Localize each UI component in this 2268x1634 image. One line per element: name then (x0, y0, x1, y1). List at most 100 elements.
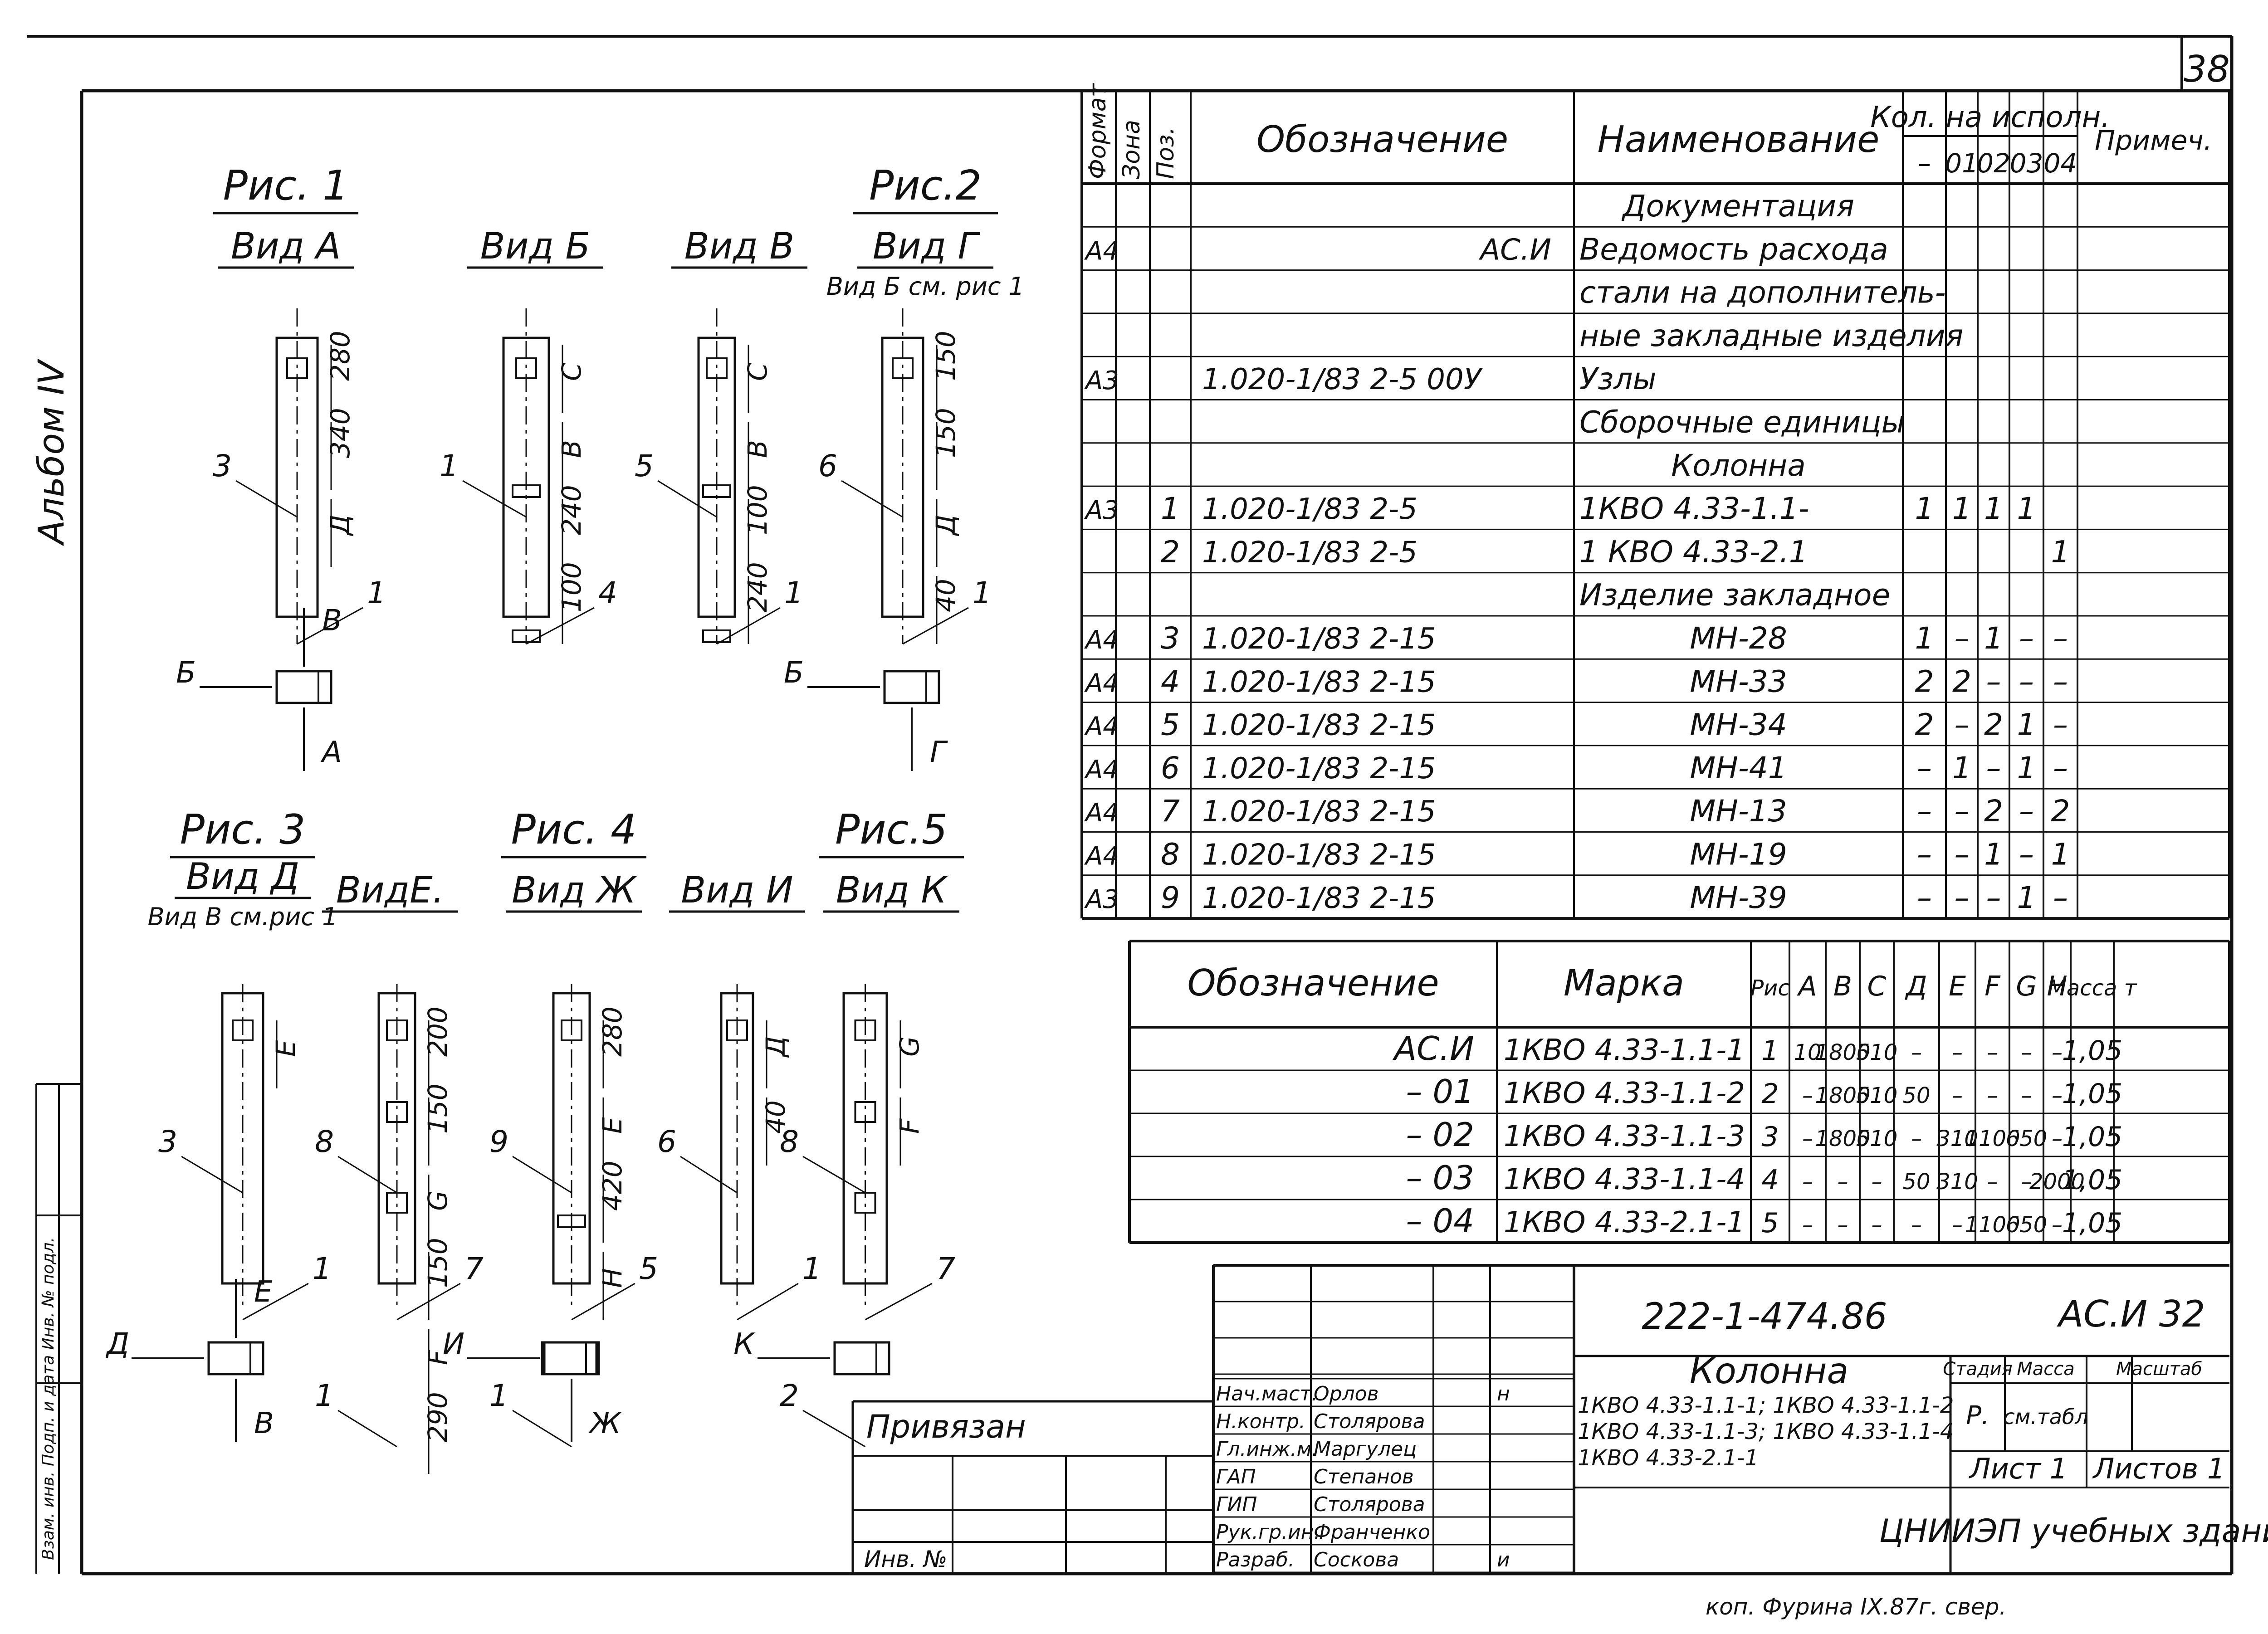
sheets-label: Листов 1 (2092, 1452, 2225, 1485)
spec-cell-pos: 4 (1161, 664, 1180, 699)
spec-cell-name: МН-34 (1690, 707, 1787, 742)
marks-cell-value: – (1987, 1040, 1998, 1065)
figure-caption: Рис. 3 (180, 806, 306, 854)
spec-cell-format: А3 (1084, 366, 1119, 395)
spec-cell-format: А3 (1084, 885, 1119, 914)
dimension-label: 150 (422, 1238, 453, 1288)
signer-name: Столярова (1314, 1410, 1425, 1433)
spec-cell-qty: – (2053, 621, 2068, 656)
marks-cell-value: 650 (2006, 1126, 2048, 1151)
dimension-label: 150 (422, 1083, 453, 1134)
marks-cell-value: – (2021, 1083, 2032, 1108)
spec-cell-qty: – (1917, 837, 1932, 872)
dimension-label: 100 (556, 562, 587, 612)
signer-name: Франченко (1314, 1521, 1430, 1544)
spec-cell-pos: 3 (1161, 621, 1180, 656)
spec-cell-name: МН-39 (1690, 880, 1787, 915)
privyazan-label: Привязан (866, 1408, 1026, 1445)
marks-header-cell: H (2047, 971, 2067, 1002)
spec-cell-designation: 1.020-1/83 2-15 (1202, 709, 1436, 742)
spec-cell-format: А3 (1084, 496, 1119, 525)
leader-line (462, 480, 527, 518)
embedded-plate (706, 357, 728, 379)
dimension-label: G (894, 1036, 925, 1057)
marks-cell-value: – (1952, 1212, 1963, 1238)
dimension-label: H (597, 1268, 628, 1288)
spec-header-qty-col: 02 (1977, 148, 2010, 179)
leader-line (680, 1156, 738, 1194)
position-callout: 1 (489, 1378, 508, 1413)
marks-cell-designation: – 04 (1406, 1202, 1474, 1240)
mass-value: см.табл (2003, 1405, 2088, 1429)
spec-cell-qty: 1 (2051, 837, 2070, 872)
arrow-label-bottom: В (254, 1407, 274, 1440)
spec-cell-name: МН-41 (1690, 751, 1787, 785)
section-marker-box (833, 1341, 890, 1375)
marks-cell-mark: 1КВО 4.33-1.1-4 (1504, 1163, 1745, 1196)
dimension-label: 200 (422, 1006, 453, 1057)
leader-line (242, 1283, 309, 1321)
signer-name: Степанов (1314, 1465, 1414, 1488)
sheet-frame (27, 35, 2234, 1575)
dimension-label: G (422, 1190, 453, 1211)
scale-label: Масштаб (2116, 1359, 2202, 1380)
leader-line (716, 607, 781, 645)
dimension-label: 150 (930, 331, 961, 381)
signer-role: ГИП (1216, 1493, 1257, 1516)
leader-line (737, 1283, 799, 1321)
spec-cell-name: МН-13 (1690, 794, 1787, 829)
signer-role: Н.контр. (1216, 1410, 1305, 1433)
dimension-label: 280 (325, 331, 356, 381)
spec-cell-name: МН-33 (1690, 664, 1787, 699)
marks-header-cell: Масса т (2048, 976, 2137, 1001)
spec-cell-qty: 1 (2017, 880, 2036, 915)
spec-cell-pos: 1 (1161, 491, 1180, 526)
dimension-label: С (556, 362, 587, 381)
spec-header-note: Примеч. (2095, 125, 2212, 156)
spec-header-format: Формат (1084, 83, 1111, 179)
marks-cell-value: – (1952, 1083, 1963, 1108)
spec-header-qty-col: 04 (2044, 148, 2077, 179)
embedded-plate (232, 1019, 254, 1041)
album-label: Альбом IV (31, 358, 72, 546)
spec-cell-name: Документация (1621, 189, 1854, 224)
spec-cell-qty: – (1955, 794, 1970, 829)
spec-cell-designation: 1.020-1/83 2-15 (1202, 795, 1436, 829)
figure-caption: Рис.5 (835, 806, 948, 854)
spec-cell-qty: 2 (2051, 794, 2070, 829)
marks-cell-mark: 1КВО 4.33-2.1-1 (1504, 1206, 1745, 1239)
spec-cell-qty: 2 (1952, 664, 1971, 699)
marks-cell-value: – (1872, 1212, 1882, 1238)
marks-cell-value: – (2021, 1169, 2032, 1195)
spec-header-name: Наименование (1598, 118, 1880, 161)
marks-cell-mark: 1КВО 4.33-1.1-3 (1504, 1120, 1745, 1153)
position-callout: 3 (213, 449, 232, 483)
dimension-label: 290 (422, 1392, 453, 1442)
sheet-code: АС.И 32 (2056, 1293, 2205, 1335)
marks-cell-value: 10 (1794, 1040, 1821, 1065)
position-callout: 1 (440, 449, 459, 483)
leader-line (841, 480, 903, 518)
arrow-label-side: И (443, 1327, 464, 1361)
embedded-plate (286, 357, 308, 379)
spec-cell-qty: – (2053, 751, 2068, 785)
dimension-label: 240 (556, 485, 587, 535)
dimension-label: В (742, 440, 773, 458)
position-callout: 1 (367, 576, 386, 610)
marks-cell-value: – (1802, 1126, 1813, 1151)
spec-header-pos: Поз. (1152, 127, 1179, 179)
signer-role: Нач.маст. (1216, 1382, 1318, 1405)
embedded-plate (561, 1019, 582, 1041)
marks-header-cell: Д (1905, 971, 1927, 1002)
marks-cell-value: 1800 (1815, 1040, 1870, 1065)
stage-value: Р. (1966, 1401, 1989, 1430)
arrow-label-side: Б (784, 656, 804, 690)
position-callout: 8 (315, 1124, 334, 1159)
